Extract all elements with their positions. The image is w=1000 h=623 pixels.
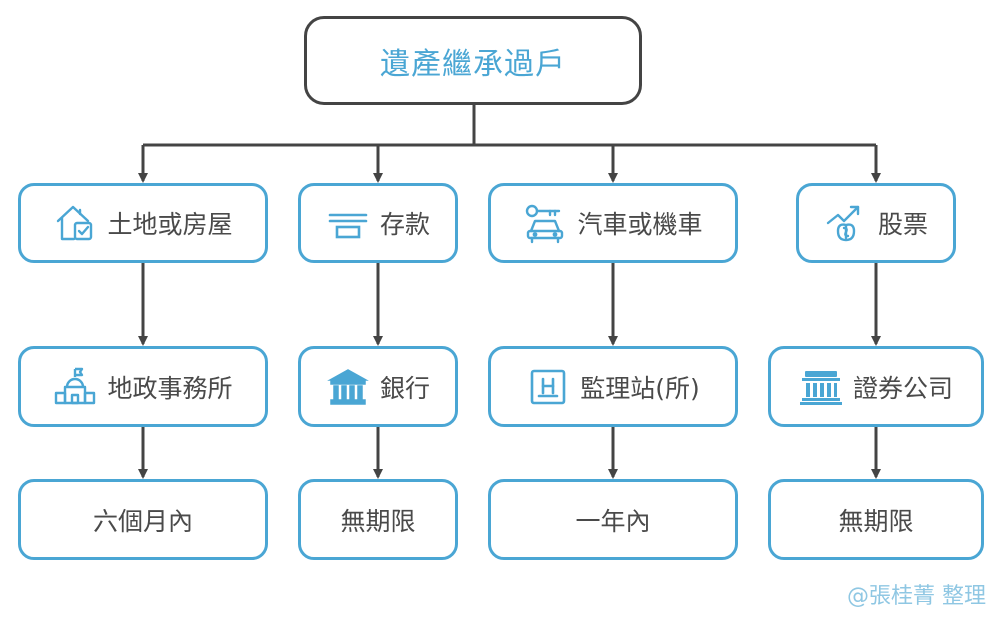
asset-node-land-house: 土地或房屋 <box>18 183 268 263</box>
root-node: 遺產繼承過戶 <box>304 16 642 105</box>
deadline-label: 一年內 <box>575 506 651 536</box>
deadline-node-unlimited: 無期限 <box>768 479 984 560</box>
stock-growth-icon <box>824 201 868 245</box>
asset-label: 股票 <box>877 210 928 239</box>
office-label: 監理站(所) <box>580 373 700 403</box>
asset-label: 存款 <box>379 210 430 239</box>
car-key-icon <box>523 201 567 245</box>
license-plate-icon <box>526 365 570 409</box>
office-label: 銀行 <box>379 373 430 403</box>
office-node-motor-vehicle-office: 監理站(所) <box>488 346 738 427</box>
asset-label: 汽車或機車 <box>577 210 703 239</box>
deadline-label: 無期限 <box>838 506 914 536</box>
asset-node-stock: 股票 <box>796 183 956 263</box>
office-node-securities-company: 證券公司 <box>768 346 984 427</box>
asset-node-deposit: 存款 <box>298 183 458 263</box>
office-label: 證券公司 <box>852 373 953 403</box>
credit-text: @張桂菁 整理 <box>847 584 986 609</box>
deadline-node-one-year: 一年內 <box>488 479 738 560</box>
government-building-icon <box>53 365 97 409</box>
asset-node-vehicle: 汽車或機車 <box>488 183 738 263</box>
bank-icon <box>326 365 370 409</box>
office-node-land-office: 地政事務所 <box>18 346 268 427</box>
securities-building-icon <box>799 365 843 409</box>
deposit-icon <box>326 201 370 245</box>
deadline-label: 六個月內 <box>92 506 193 536</box>
office-label: 地政事務所 <box>107 373 233 403</box>
deadline-node-unlimited: 無期限 <box>298 479 458 560</box>
root-label: 遺產繼承過戶 <box>380 46 566 82</box>
house-check-icon <box>53 201 97 245</box>
asset-label: 土地或房屋 <box>107 210 233 239</box>
deadline-label: 無期限 <box>340 506 416 536</box>
office-node-bank: 銀行 <box>298 346 458 427</box>
deadline-node-six-months: 六個月內 <box>18 479 268 560</box>
